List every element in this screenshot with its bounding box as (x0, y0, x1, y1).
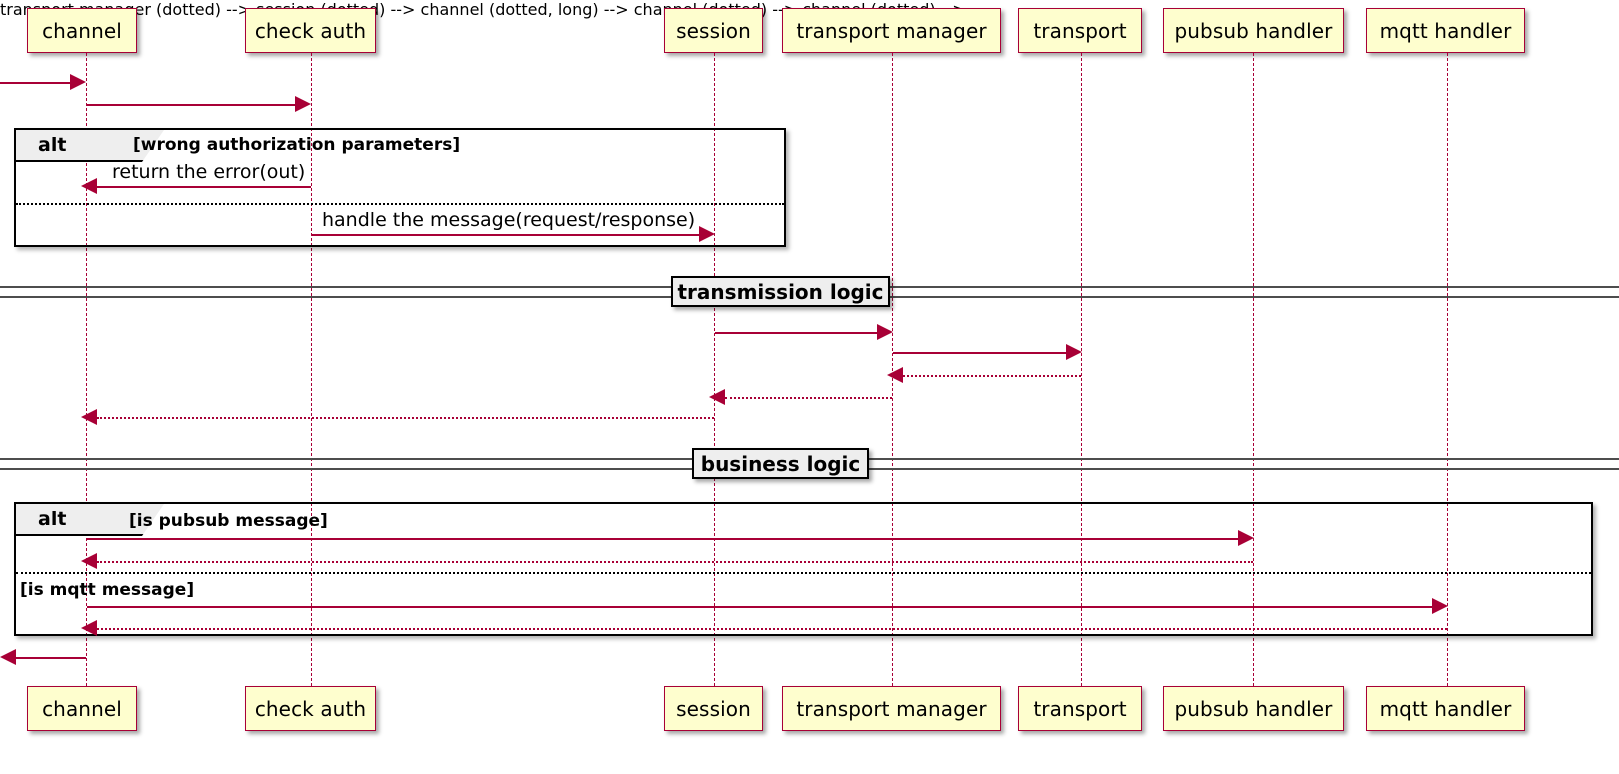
frame-divider-alt1 (16, 203, 784, 205)
participant-label: transport (1033, 18, 1127, 43)
message-line-m11 (97, 561, 1253, 563)
message-line-m1 (0, 82, 70, 84)
message-line-m4 (312, 234, 699, 236)
divider-label: transmission logic (677, 279, 884, 304)
participant-session-bottom[interactable]: session (664, 686, 763, 731)
message-line-m6 (893, 352, 1066, 354)
participant-check-auth-bottom[interactable]: check auth (245, 686, 376, 731)
frame-operator-text: alt (38, 508, 67, 530)
participant-transport-manager-bottom[interactable]: transport manager (782, 686, 1001, 731)
message-line-m5 (715, 332, 877, 334)
arrow-head-m8 (709, 389, 725, 405)
message-line-m12 (87, 606, 1432, 608)
participant-label: mqtt handler (1379, 18, 1512, 43)
participant-transport-bottom[interactable]: transport (1018, 686, 1142, 731)
frame-guard-is-mqtt-message: [is mqtt message] (20, 580, 195, 600)
participant-label: session (676, 18, 751, 43)
message-line-m8 (725, 397, 892, 399)
participant-label: mqtt handler (1379, 696, 1512, 721)
arrow-head-m9 (81, 409, 97, 425)
arrow-head-m12 (1432, 598, 1448, 614)
participant-session-top[interactable]: session (664, 8, 763, 53)
message-line-m2 (87, 104, 295, 106)
arrow-head-m7 (887, 367, 903, 383)
participant-label: pubsub handler (1174, 696, 1333, 721)
participant-label: session (676, 696, 751, 721)
participant-channel-bottom[interactable]: channel (27, 686, 137, 731)
participant-label: transport (1033, 696, 1127, 721)
participant-pubsub-handler-top[interactable]: pubsub handler (1163, 8, 1344, 53)
frame-alt-authorization: alt (14, 128, 786, 247)
message-line-m13 (97, 628, 1447, 630)
frame-operator-label: alt (16, 130, 164, 162)
lifeline-session (714, 53, 715, 686)
lifeline-pubsub-handler (1253, 53, 1254, 686)
participant-mqtt-handler-top[interactable]: mqtt handler (1366, 8, 1525, 53)
participant-label: transport manager (796, 18, 987, 43)
arrow-head-m2 (295, 96, 311, 112)
arrow-head-m6 (1066, 344, 1082, 360)
message-line-m9 (97, 417, 714, 419)
participant-transport-manager-top[interactable]: transport manager (782, 8, 1001, 53)
message-label-m4: handle the message(request/response) (322, 209, 696, 231)
divider-transmission-logic: transmission logic (671, 276, 890, 307)
divider-label: business logic (700, 451, 861, 476)
participant-channel-top[interactable]: channel (27, 8, 137, 53)
lifeline-channel (86, 53, 87, 686)
arrow-head-m4 (699, 226, 715, 242)
arrow-head-m3 (81, 178, 97, 194)
arrow-head-m13 (81, 620, 97, 636)
frame-guard-wrong-authorization: [wrong authorization parameters] (133, 135, 461, 155)
lifeline-transport (1081, 53, 1082, 686)
arrow-head-m11 (81, 553, 97, 569)
participant-label: channel (42, 696, 122, 721)
lifeline-check-auth (311, 53, 312, 686)
message-line-m14 (16, 657, 86, 659)
arrow-head-m1 (70, 74, 86, 90)
participant-transport-top[interactable]: transport (1018, 8, 1142, 53)
participant-label: channel (42, 18, 122, 43)
participant-check-auth-top[interactable]: check auth (245, 8, 376, 53)
participant-label: check auth (254, 696, 367, 721)
participant-pubsub-handler-bottom[interactable]: pubsub handler (1163, 686, 1344, 731)
message-line-m7 (903, 375, 1081, 377)
frame-guard-is-pubsub-message: [is pubsub message] (129, 511, 328, 531)
message-label-m3: return the error(out) (112, 161, 306, 183)
message-line-m10 (87, 538, 1238, 540)
lifeline-mqtt-handler (1447, 53, 1448, 686)
participant-label: check auth (254, 18, 367, 43)
frame-divider-alt2 (16, 572, 1591, 574)
arrow-head-m5 (877, 324, 893, 340)
frame-operator-text: alt (38, 134, 67, 156)
participant-label: pubsub handler (1174, 18, 1333, 43)
frame-operator-label: alt (16, 504, 164, 536)
message-line-m3 (97, 186, 311, 188)
arrow-head-m14 (0, 649, 16, 665)
frame-alt-message-kind: alt (14, 502, 1593, 636)
arrow-head-m10 (1238, 530, 1254, 546)
divider-business-logic: business logic (692, 448, 869, 479)
participant-mqtt-handler-bottom[interactable]: mqtt handler (1366, 686, 1525, 731)
participant-label: transport manager (796, 696, 987, 721)
